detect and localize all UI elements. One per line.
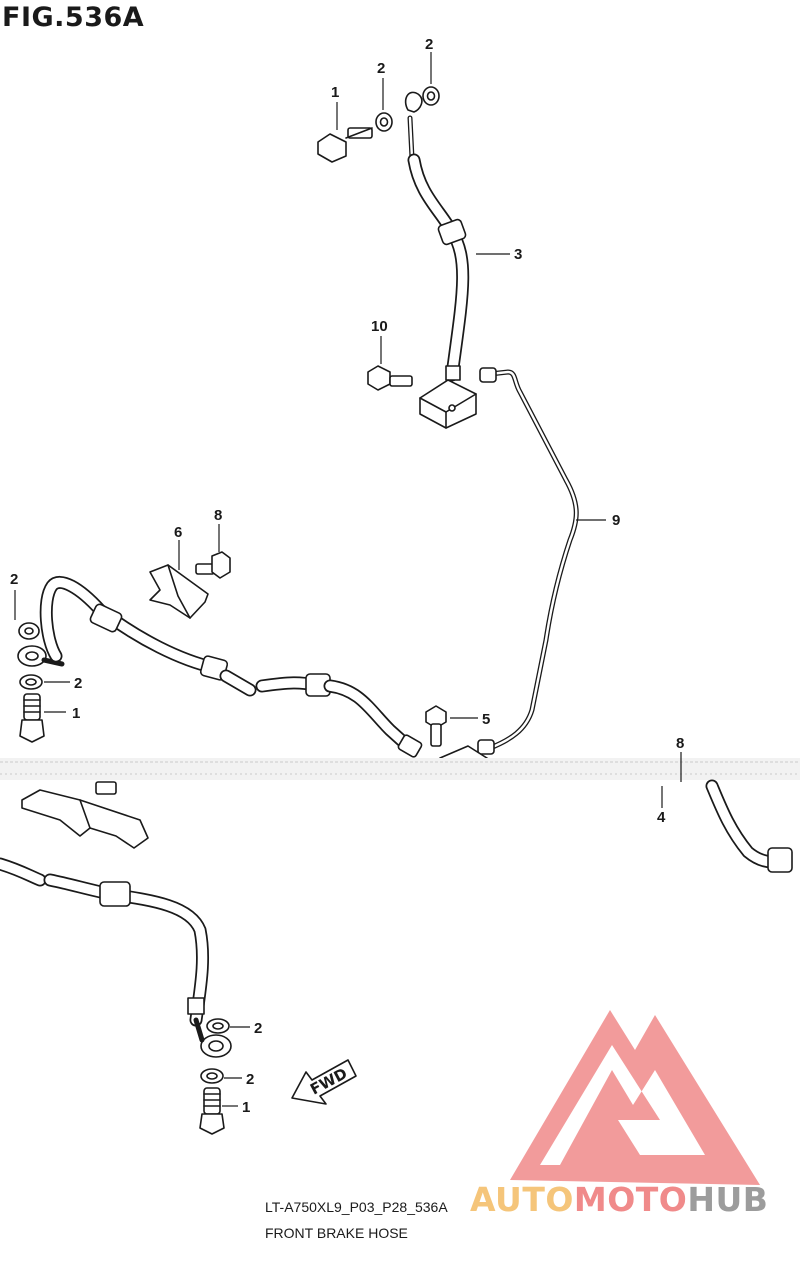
banjo-fitting-lower <box>193 1017 232 1058</box>
callout-2-lower-lower: 2 <box>246 1071 254 1088</box>
bracket-lower <box>21 781 149 849</box>
callout-2-top-right: 2 <box>425 36 433 53</box>
brake-hose-middle <box>39 575 423 758</box>
brake-hose-lower-left <box>0 857 210 1027</box>
callout-9: 9 <box>612 512 620 529</box>
bolt-10 <box>367 365 413 391</box>
drawing-title: FRONT BRAKE HOSE <box>265 1225 408 1241</box>
callout-numbers: 1 2 2 10 3 9 6 8 2 2 1 5 8 4 2 2 1 <box>10 36 684 1116</box>
callout-6: 6 <box>174 524 182 541</box>
brake-hose-4 <box>705 779 793 873</box>
watermark-word-auto: AUTO <box>470 1180 574 1219</box>
model-code: LT-A750XL9_P03_P28_536A <box>265 1199 448 1215</box>
washer-mid-lower <box>19 674 43 690</box>
watermark-word-moto: MOTO <box>573 1180 688 1219</box>
bracket-6 <box>149 564 209 619</box>
figure-title: FIG.536A <box>2 2 145 33</box>
callout-10: 10 <box>371 318 388 335</box>
bolt-5 <box>425 705 447 747</box>
callout-2-top-left: 2 <box>377 60 385 77</box>
banjo-bolt-mid <box>19 693 45 743</box>
callout-2-mid-lower: 2 <box>74 675 82 692</box>
watermark-word-hub: HUB <box>687 1180 769 1219</box>
callout-1-lower: 1 <box>242 1099 250 1116</box>
section-break <box>0 758 800 780</box>
watermark-wordmark: AUTOMOTOHUB <box>470 1180 768 1219</box>
callout-leaders <box>14 52 682 1107</box>
banjo-fitting-mid <box>17 645 65 667</box>
callout-3: 3 <box>514 246 522 263</box>
brake-pipe-9 <box>477 367 579 755</box>
callout-8-lower: 8 <box>676 735 684 752</box>
washer-lower-lower <box>200 1068 224 1084</box>
callout-1-mid: 1 <box>72 705 80 722</box>
callout-4: 4 <box>657 809 666 826</box>
washer-lower-upper <box>206 1018 230 1034</box>
forward-arrow-icon: FWD <box>291 1059 357 1105</box>
callout-2-mid-upper: 2 <box>10 571 18 588</box>
fwd-label: FWD <box>307 1064 350 1098</box>
callout-2-lower-upper: 2 <box>254 1020 262 1037</box>
triangle-logo-icon <box>510 1010 760 1185</box>
junction-block <box>419 379 477 429</box>
callout-5: 5 <box>482 711 490 728</box>
banjo-bolt-lower <box>199 1087 225 1135</box>
banjo-bolt-top <box>317 127 373 163</box>
callout-8-upper: 8 <box>214 507 222 524</box>
brake-hose-upper <box>404 91 470 382</box>
bolt-8-upper <box>195 551 231 579</box>
washer-mid-upper <box>18 622 40 640</box>
callout-1-top: 1 <box>331 84 339 101</box>
washer-top-left <box>375 112 393 132</box>
washer-top-right <box>422 86 440 106</box>
